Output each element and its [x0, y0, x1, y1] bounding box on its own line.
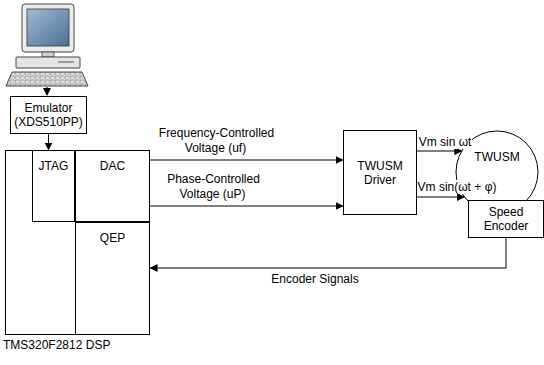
node-text: TWUSM Driver: [344, 159, 416, 187]
node-text: DAC: [100, 159, 125, 173]
encoder-box: Speed Encoder: [468, 200, 544, 238]
driver-box: TWUSM Driver: [343, 130, 417, 215]
signal-arrow: [150, 206, 343, 207]
signal-arrow: [150, 160, 343, 161]
node-text: (XDS510PP): [14, 115, 83, 129]
chip-label: TMS320F2812 DSP: [3, 338, 110, 352]
cable-arrow: [47, 87, 48, 95]
signal-label-holder: Vm sin(ωt + φ): [413, 180, 501, 195]
signal-label-holder: Phase-Controlled Voltage (uP): [152, 172, 274, 202]
qep-module: QEP: [75, 222, 150, 335]
signal-label-holder: Vm sin ωt: [416, 135, 474, 150]
node-text: QEP: [100, 231, 125, 245]
signal-arrow: [48, 134, 49, 150]
jtag-module: JTAG: [32, 150, 75, 222]
emulator-box: Emulator(XDS510PP): [10, 96, 87, 134]
signal-arrow: [417, 151, 462, 152]
node-text: Speed Encoder: [469, 205, 543, 233]
signal-label: Vm sin(ωt + φ): [417, 180, 498, 194]
node-text: TWUSM: [474, 150, 519, 164]
signal-label: Phase-Controlled Voltage (uP): [166, 172, 260, 201]
dsp-box: TMS320F2812 DSPJTAGDACQEP: [5, 150, 150, 335]
signal-label: Vm sin ωt: [418, 135, 473, 149]
signal-label: Frequency-Controlled Voltage (uf): [158, 126, 274, 155]
computer-icon: [6, 4, 88, 86]
signal-label-holder: Frequency-Controlled Voltage (uf): [152, 126, 280, 156]
signal-arrow: [417, 197, 465, 198]
signal-arrow: [150, 238, 506, 268]
node-text: Emulator: [24, 101, 72, 115]
signal-label: Encoder Signals: [270, 272, 359, 286]
signal-label-holder: Encoder Signals: [255, 272, 375, 287]
node-text: JTAG: [39, 159, 69, 173]
dac-module: DAC: [75, 150, 150, 222]
